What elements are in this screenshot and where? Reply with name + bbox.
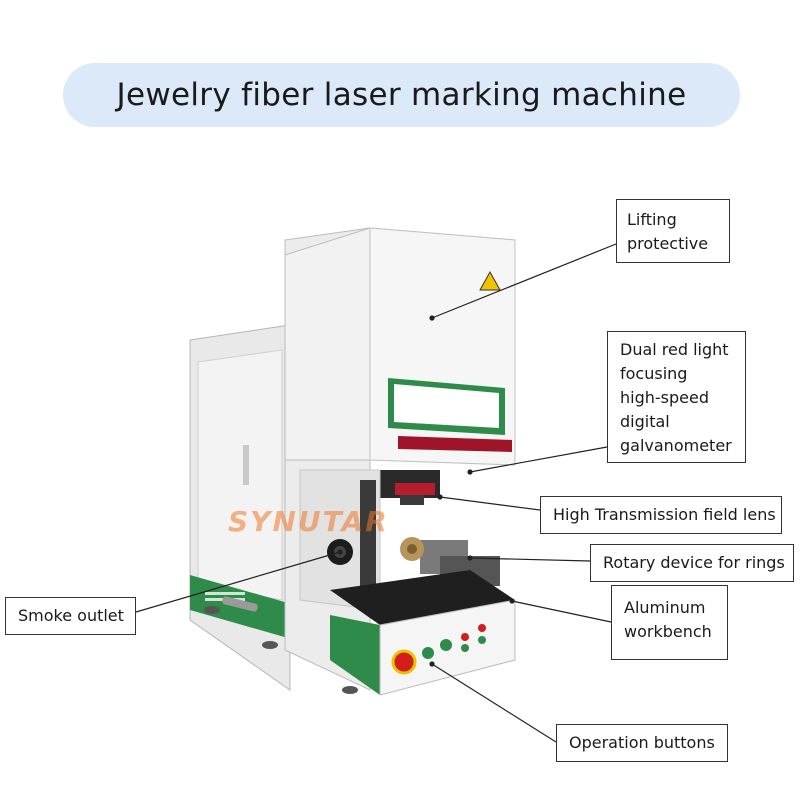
callout-line: Dual red light xyxy=(620,340,729,359)
callout-line: High Transmission field lens xyxy=(553,505,776,524)
field-lens xyxy=(400,495,424,505)
callout-line: Aluminum xyxy=(624,598,706,617)
door-handle xyxy=(243,445,249,485)
callout-dual-red-light: Dual red light focusing high-speed digit… xyxy=(607,331,746,463)
warning-sign-icon xyxy=(479,270,501,291)
green-button-2 xyxy=(440,639,452,651)
red-window-bar xyxy=(398,436,512,452)
feet xyxy=(204,606,358,694)
callout-field-lens: High Transmission field lens xyxy=(540,496,782,534)
callout-aluminum-workbench: Aluminum workbench xyxy=(611,585,728,660)
red-button-1 xyxy=(461,633,469,641)
green-button-1 xyxy=(422,647,434,659)
callout-line: galvanometer xyxy=(620,436,732,455)
callout-line: Operation buttons xyxy=(569,733,715,752)
green-indicator-2 xyxy=(478,636,486,644)
callout-line: workbench xyxy=(624,622,712,641)
callout-line: Lifting xyxy=(627,210,677,229)
callout-line: Smoke outlet xyxy=(18,606,124,625)
callout-line: high-speed xyxy=(620,388,709,407)
callout-line: focusing xyxy=(620,364,688,383)
aluminum-workbench xyxy=(330,570,515,625)
front-base-side xyxy=(330,615,380,695)
callout-rotary-device: Rotary device for rings xyxy=(590,544,794,582)
green-indicator-1 xyxy=(461,644,469,652)
callout-operation-buttons: Operation buttons xyxy=(556,724,728,762)
lift-rail xyxy=(360,480,376,590)
emergency-stop-button xyxy=(391,649,417,675)
callout-line: Rotary device for rings xyxy=(603,553,785,572)
callout-lifting-protective: Lifting protective xyxy=(616,199,730,263)
cabinet-door xyxy=(197,349,283,601)
callout-line: protective xyxy=(627,234,709,253)
callout-line: digital xyxy=(620,412,670,431)
leader-lines xyxy=(135,243,617,743)
callout-smoke-outlet: Smoke outlet xyxy=(5,597,136,635)
page-title: Jewelry fiber laser marking machine xyxy=(116,77,687,113)
title-banner: Jewelry fiber laser marking machine xyxy=(63,63,740,127)
red-button-2 xyxy=(478,624,486,632)
brand-watermark: SYNUTAR xyxy=(228,505,389,538)
cabinet-handle xyxy=(222,596,258,612)
